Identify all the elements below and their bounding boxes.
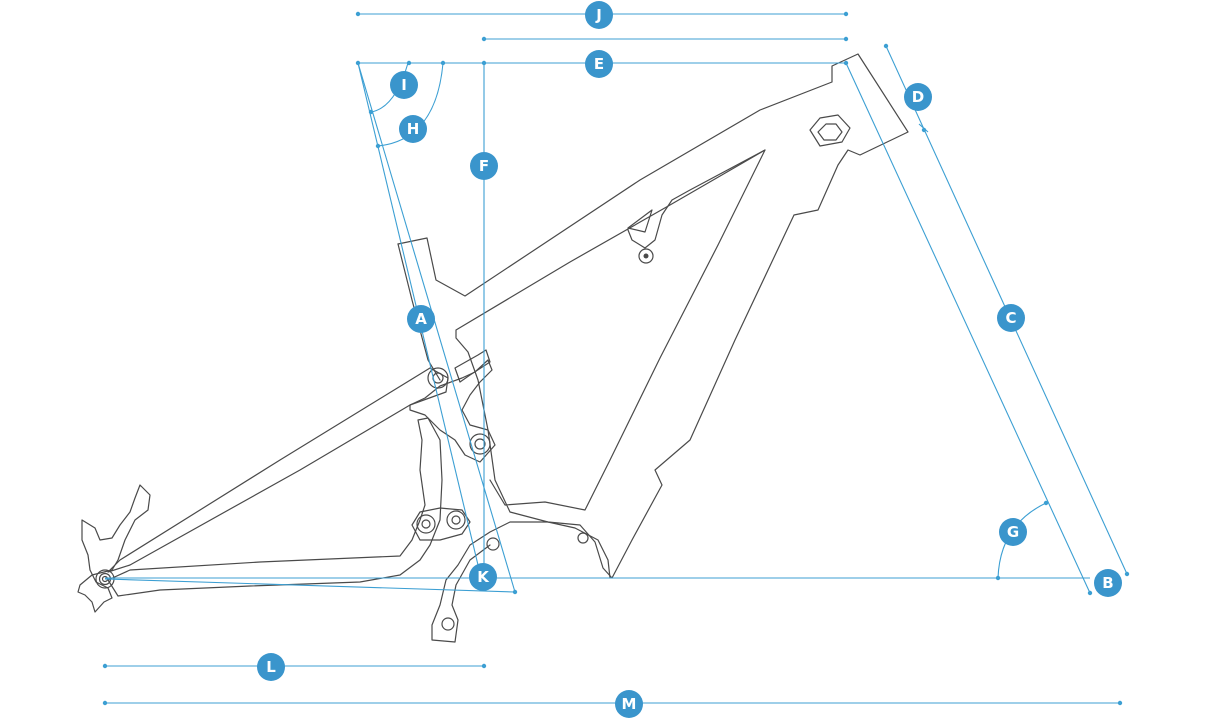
front-triangle <box>397 53 909 579</box>
dimension-endpoint-dot <box>375 143 381 149</box>
cable-port <box>809 114 851 147</box>
dimension-endpoint-dot <box>843 36 849 42</box>
dimension-endpoint-dot <box>440 60 446 66</box>
dimension-endpoint-dot <box>355 60 361 66</box>
dimension-endpoint-dot <box>883 43 889 49</box>
rocker-pivot-lower-inner <box>474 438 486 450</box>
badge-B: B <box>1094 569 1122 597</box>
badge-G: G <box>999 518 1027 546</box>
dimension-endpoint-dot <box>512 589 518 595</box>
dimension-endpoint-dot <box>843 11 849 17</box>
seat-stay <box>107 367 449 573</box>
dimension-endpoint-dot <box>368 109 374 115</box>
bb-pivot <box>486 537 500 551</box>
dim-line-head-axis <box>845 62 1091 594</box>
svg-text:A: A <box>415 310 427 328</box>
badge-F: F <box>470 152 498 180</box>
dimension-badges: J E I H F D C A G B K L <box>257 1 1122 718</box>
dimension-endpoint-dot <box>481 60 487 66</box>
down-tube-inner <box>627 149 766 249</box>
rocker-pivot-lower <box>469 433 491 455</box>
badge-M: M <box>615 690 643 718</box>
svg-text:G: G <box>1007 523 1019 541</box>
svg-text:J: J <box>595 6 602 24</box>
lower-link-pivot-a <box>416 514 436 534</box>
svg-text:E: E <box>594 55 604 73</box>
dimension-endpoint-dot <box>995 575 1001 581</box>
angle-arc-I <box>370 62 409 113</box>
dimension-endpoint-dot <box>481 663 487 669</box>
shock-mount-pivot-center <box>643 253 649 259</box>
cable-port-inner <box>817 123 843 141</box>
badge-D: D <box>904 83 932 111</box>
badge-A: A <box>407 305 435 333</box>
dimension-endpoint-dot <box>102 700 108 706</box>
rocker-link <box>409 359 496 463</box>
motor-housing <box>431 521 611 643</box>
badge-I: I <box>390 71 418 99</box>
badge-L: L <box>257 653 285 681</box>
lower-link-pivot-b <box>446 510 466 530</box>
svg-text:M: M <box>622 695 637 713</box>
dim-line-chainstay <box>104 578 516 593</box>
svg-text:C: C <box>1005 309 1016 327</box>
dimension-endpoint-dot <box>921 127 927 133</box>
badge-C: C <box>997 304 1025 332</box>
dimension-lines <box>102 11 1130 706</box>
bike-frame-drawing <box>77 53 909 643</box>
lower-link-pivot-a-inner <box>421 519 431 529</box>
svg-text:K: K <box>477 568 490 586</box>
badge-K: K <box>469 563 497 591</box>
dim-line-A-steerer <box>357 62 516 593</box>
dimension-endpoint-dot <box>1087 590 1093 596</box>
dimension-endpoint-dot <box>102 663 108 669</box>
svg-text:D: D <box>912 88 924 106</box>
rocker-pivot-upper <box>427 367 449 389</box>
dimension-endpoint-dot <box>406 60 412 66</box>
shock-mount-pivot <box>638 248 654 264</box>
dimension-endpoint-dot <box>843 60 849 66</box>
chain-stay <box>107 417 443 597</box>
svg-text:I: I <box>401 76 407 94</box>
shock-mount <box>627 209 653 233</box>
dimension-endpoint-dot <box>1124 571 1130 577</box>
dimension-endpoint-dot <box>355 11 361 17</box>
lower-link <box>411 507 471 541</box>
lower-link-pivot-b-inner <box>451 515 461 525</box>
dimension-endpoint-dot <box>1043 500 1049 506</box>
badge-J: J <box>585 1 613 29</box>
lower-bolt <box>441 617 455 631</box>
badge-H: H <box>399 115 427 143</box>
shock-body <box>454 349 491 383</box>
dimension-endpoint-dot <box>481 36 487 42</box>
badge-E: E <box>585 50 613 78</box>
svg-text:F: F <box>479 157 489 175</box>
rear-dropout <box>77 484 151 613</box>
dimension-endpoint-dot <box>1117 700 1123 706</box>
motor-bolt <box>577 532 589 544</box>
svg-text:B: B <box>1102 574 1113 592</box>
svg-text:H: H <box>407 120 420 138</box>
svg-text:L: L <box>266 658 276 676</box>
